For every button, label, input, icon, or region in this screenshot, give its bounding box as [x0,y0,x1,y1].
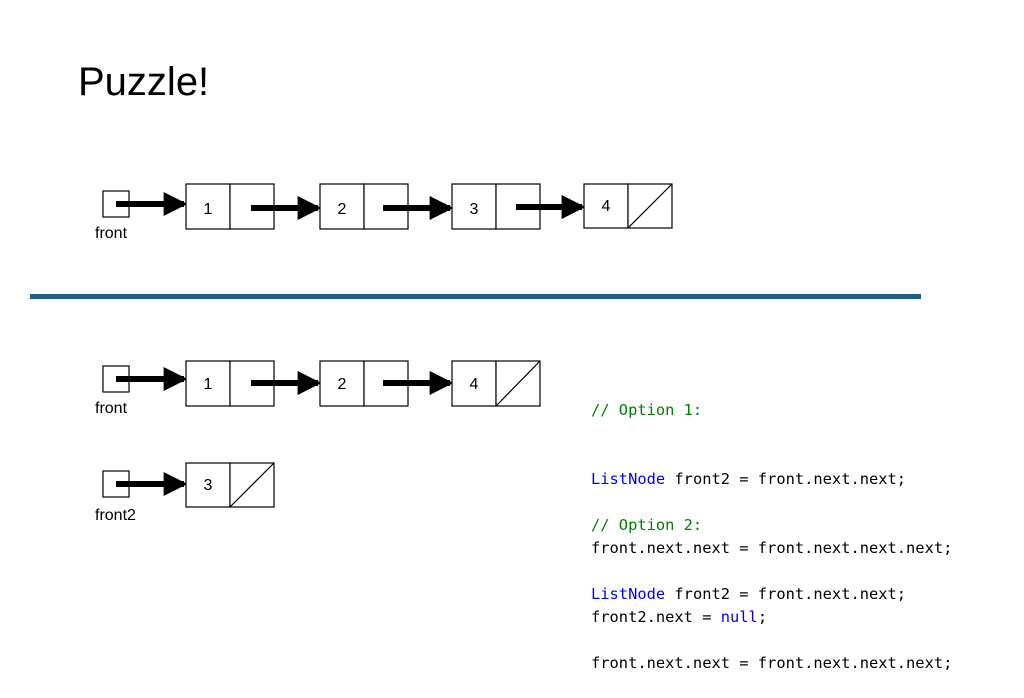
code-line: ListNode front2 = front.next.next; [591,468,952,491]
code-keyword: ListNode [591,470,666,488]
null-slash [229,462,275,508]
section-divider [30,294,921,299]
node-value: 2 [338,376,347,393]
list-node: 2 [319,183,409,230]
list-node: 4 [583,183,673,229]
bottom-list-front2: front2 3 [95,462,275,524]
list-node: 4 [451,360,541,407]
code-option-2: // Option 2: ListNode front2 = front.nex… [591,468,952,698]
top-list: front 1 2 3 4 [95,183,673,242]
front2-label: front2 [95,507,136,524]
front-label: front [95,400,128,417]
node-value: 3 [204,477,213,494]
node-value: 2 [338,201,347,218]
code-comment: // Option 2: [591,516,703,534]
node-value: 1 [204,376,213,393]
page-title: Puzzle! [78,60,210,104]
linked-list-diagram: front 1 2 3 4 front [30,183,921,524]
code-line: front.next.next = front.next.next.next; [591,539,953,557]
node-value: 4 [470,376,479,393]
code-keyword: ListNode [591,585,666,603]
null-slash [495,360,541,407]
code-line: ListNode front2 = front.next.next; [591,583,952,606]
null-slash [627,183,673,229]
code-comment: // Option 1: [591,401,703,419]
code-text: front2 = front.next.next; [665,585,907,603]
node-value: 4 [602,198,611,215]
code-text: front2 = front.next.next; [665,470,907,488]
list-node: 1 [185,183,275,230]
node-value: 1 [204,201,213,218]
node-value: 3 [470,201,479,218]
list-node: 3 [185,462,275,508]
bottom-list-front: front 1 2 4 [95,360,541,417]
code-line: front.next.next = front.next.next.next; [591,654,953,672]
front-label: front [95,225,128,242]
